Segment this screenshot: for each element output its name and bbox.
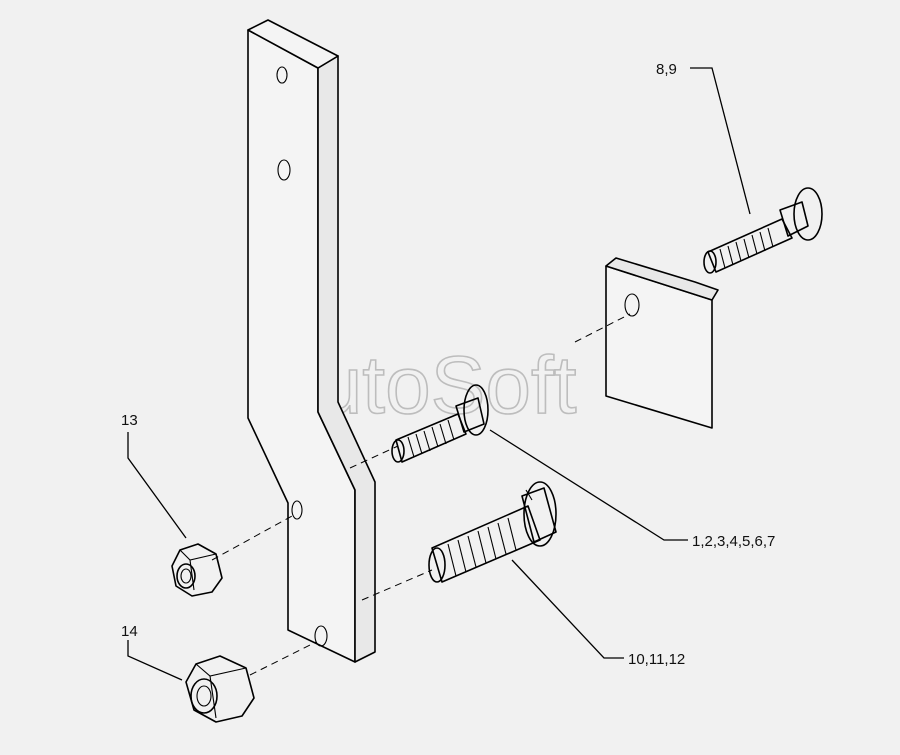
leader-8-9 (690, 67, 751, 215)
flat-head-bolt-large (428, 481, 557, 583)
small-plate (605, 257, 719, 429)
callout-14: 14 (121, 623, 138, 640)
strap-bracket (247, 19, 376, 663)
lock-nut-small (171, 543, 223, 597)
callout-10-12: 10,11,12 (628, 651, 685, 668)
carriage-bolt-small (703, 187, 823, 274)
callout-1-7: 1,2,3,4,5,6,7 (692, 533, 775, 550)
leader-1-7 (489, 429, 688, 541)
carriage-bolt-center (391, 384, 489, 463)
lock-nut-large (185, 655, 255, 723)
leader-10-12 (511, 559, 624, 659)
leader-14 (127, 640, 183, 681)
callout-8-9: 8,9 (656, 61, 677, 78)
callout-13: 13 (121, 412, 138, 429)
leader-13 (127, 432, 187, 539)
